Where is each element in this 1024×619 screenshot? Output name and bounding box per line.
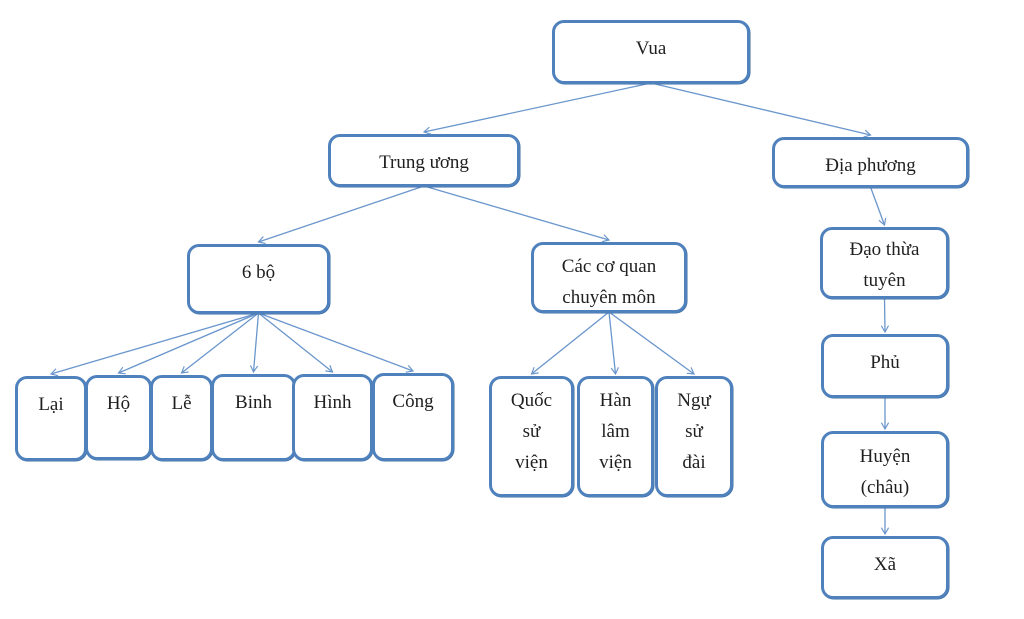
node-trung-uong: Trung ương	[328, 134, 520, 187]
node-label: Ngự sử đài	[677, 390, 711, 473]
node-dia-phuong: Địa phương	[772, 137, 969, 188]
node-huyen-chau: Huyện (châu)	[821, 431, 949, 508]
node-label: Phủ	[870, 352, 900, 373]
node-binh: Binh	[211, 374, 296, 461]
node-label: Lễ	[171, 393, 192, 414]
node-label: Huyện (châu)	[859, 446, 911, 498]
node-hinh: Hình	[292, 374, 373, 461]
node-label: 6 bộ	[241, 262, 276, 283]
node-label: Hàn lâm viện	[599, 390, 632, 473]
node-label: Xã	[873, 554, 897, 575]
node-label: Vua	[635, 38, 667, 59]
node-6-bo: 6 bộ	[187, 244, 330, 314]
node-label: Trung ương	[379, 152, 469, 173]
node-cac-co-quan-chuyen-mon: Các cơ quan chuyên môn	[531, 242, 687, 313]
node-vua: Vua	[552, 20, 750, 84]
node-label: Công	[392, 391, 434, 412]
node-lai: Lại	[15, 376, 87, 461]
node-label: Đạo thừa tuyên	[849, 239, 920, 291]
node-label: Hình	[313, 392, 352, 413]
node-label: Lại	[38, 394, 64, 415]
node-phu: Phủ	[821, 334, 949, 398]
node-le: Lễ	[150, 375, 213, 461]
node-ngu-su-dai: Ngự sử đài	[655, 376, 733, 497]
node-label: Binh	[235, 392, 272, 413]
node-quoc-su-vien: Quốc sử viện	[489, 376, 574, 497]
node-ho: Hộ	[85, 375, 152, 460]
node-dao-thua-tuyen: Đạo thừa tuyên	[820, 227, 949, 299]
node-xa: Xã	[821, 536, 949, 599]
node-label: Hộ	[106, 393, 131, 414]
node-label: Địa phương	[825, 155, 916, 176]
node-cong: Công	[372, 373, 454, 461]
node-label: Quốc sử viện	[510, 390, 553, 473]
node-label: Các cơ quan chuyên môn	[561, 256, 657, 308]
node-han-lam-vien: Hàn lâm viện	[577, 376, 654, 497]
